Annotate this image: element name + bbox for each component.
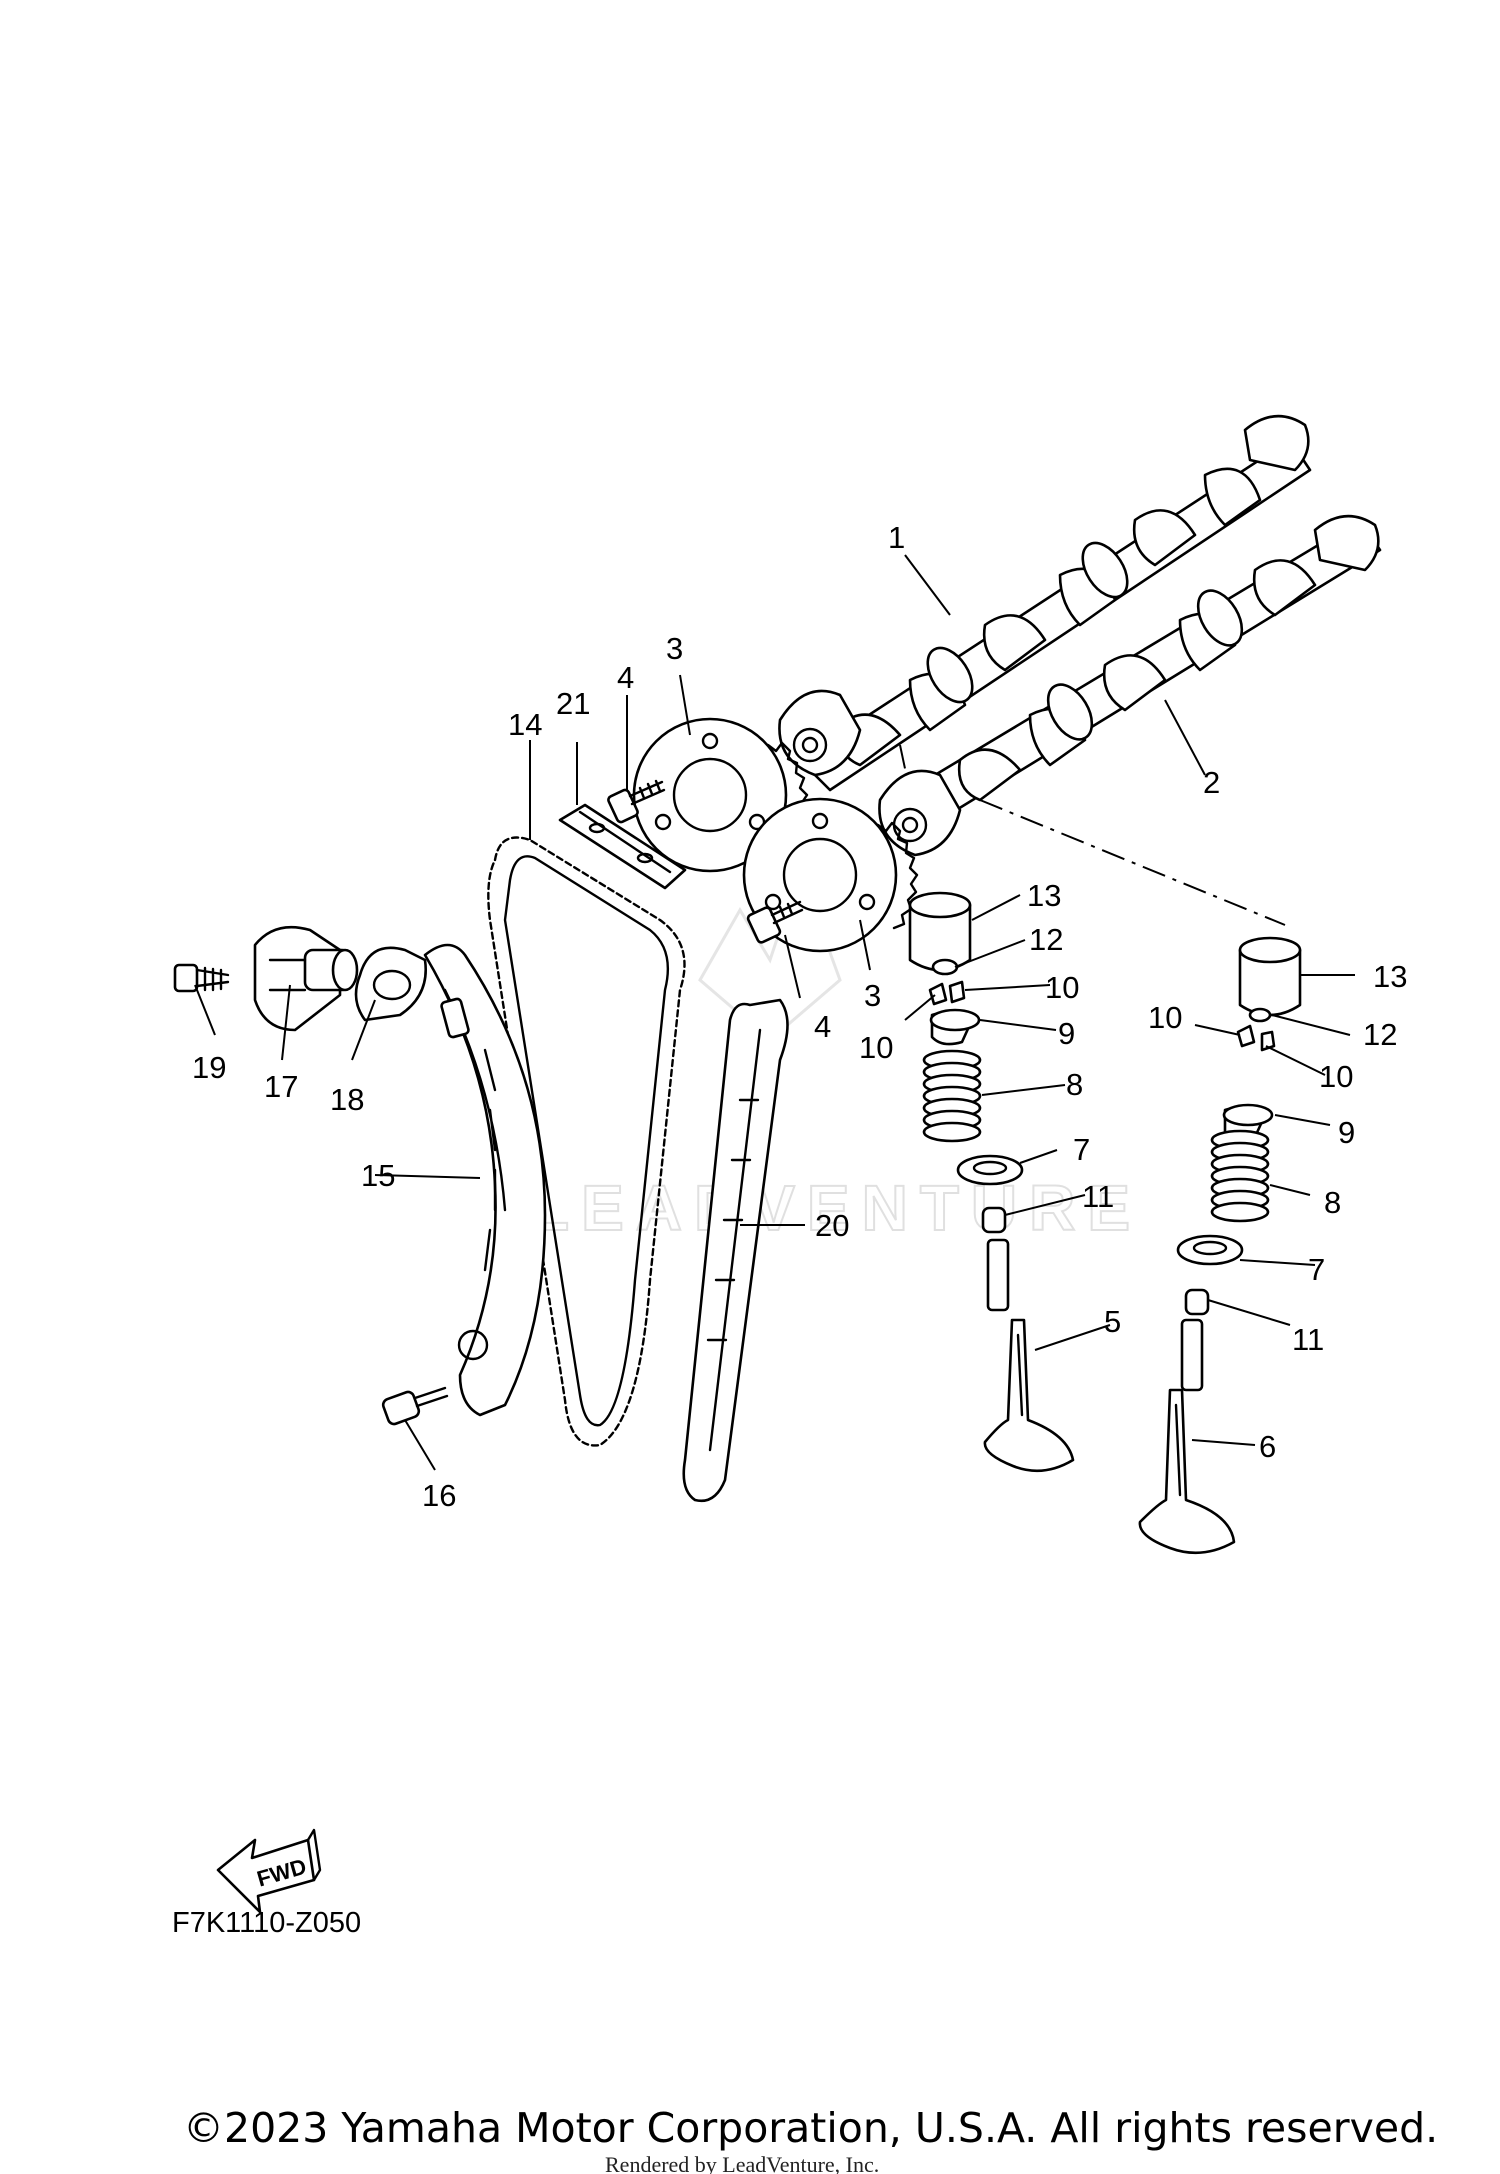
label-20: 20 — [815, 1208, 849, 1243]
label-13-right: 13 — [1373, 959, 1407, 994]
cam-chain-tensioner — [253, 925, 359, 1032]
label-12-right: 12 — [1363, 1017, 1397, 1052]
label-1: 1 — [888, 520, 905, 555]
tensioner-bolt — [173, 963, 230, 993]
valve-cotters-left — [928, 980, 966, 1006]
chain-guide-stationary — [682, 998, 789, 1503]
valve-stem-seal-right — [1184, 1288, 1210, 1316]
spring-retainer-left — [929, 1008, 981, 1046]
label-6: 6 — [1259, 1429, 1276, 1464]
label-7-left: 7 — [1073, 1132, 1090, 1167]
label-16: 16 — [422, 1478, 456, 1513]
label-9-right: 9 — [1338, 1115, 1355, 1150]
sprocket-bolt-lower — [746, 900, 804, 944]
label-5: 5 — [1104, 1304, 1121, 1339]
label-13-left: 13 — [1027, 878, 1061, 913]
label-10-d: 10 — [1319, 1059, 1353, 1094]
camshaft-2 — [878, 514, 1382, 857]
rendered-by-text: Rendered by LeadVenture, Inc. — [605, 2152, 879, 2174]
exhaust-valve — [1138, 1388, 1236, 1555]
valve-cotters-right — [1236, 1024, 1276, 1052]
label-10-c: 10 — [1148, 1000, 1182, 1035]
guide-bolt — [381, 1386, 449, 1426]
spring-seat-right — [1176, 1234, 1244, 1266]
valve-lifter-left — [908, 891, 972, 972]
valve-guide-right — [1180, 1318, 1204, 1392]
diagram-code: F7K1110-Z050 — [172, 1907, 361, 1939]
label-11-right: 11 — [1292, 1322, 1324, 1357]
copyright-text: ©2023 Yamaha Motor Corporation, U.S.A. A… — [183, 2104, 1438, 2152]
label-10-a: 10 — [1045, 970, 1079, 1005]
chain-guide-top — [558, 803, 687, 890]
label-18: 18 — [330, 1082, 364, 1117]
label-9-left: 9 — [1058, 1016, 1075, 1051]
label-7-right: 7 — [1308, 1252, 1325, 1287]
camshaft-1 — [778, 414, 1312, 792]
label-11-left: 11 — [1082, 1179, 1114, 1214]
intake-valve — [983, 1318, 1075, 1473]
valve-lifter-right — [1238, 936, 1302, 1017]
label-2: 2 — [1203, 765, 1220, 800]
label-4-lower: 4 — [814, 1009, 831, 1044]
label-3-lower: 3 — [864, 978, 881, 1013]
label-8-left: 8 — [1066, 1067, 1083, 1102]
label-4-upper: 4 — [617, 660, 634, 695]
label-14: 14 — [508, 707, 542, 742]
valve-spring-right — [1210, 1129, 1270, 1223]
tensioner-gasket — [354, 946, 427, 1022]
valve-stem-seal-left — [981, 1206, 1007, 1234]
valve-pad-right — [1248, 1007, 1272, 1023]
sprocket-bolt-upper — [607, 779, 666, 824]
label-3-upper: 3 — [666, 631, 683, 666]
valve-pad-left — [931, 958, 959, 976]
label-8-right: 8 — [1324, 1185, 1341, 1220]
valve-guide-left — [986, 1238, 1010, 1312]
valve-spring-left — [922, 1049, 982, 1143]
part-labels: 1 2 3 3 4 4 5 6 7 7 8 8 9 9 10 10 10 10 … — [192, 520, 1407, 1513]
spring-seat-left — [956, 1154, 1024, 1186]
label-21: 21 — [556, 686, 590, 721]
alignment-lines — [899, 744, 1286, 926]
label-17: 17 — [264, 1069, 298, 1104]
chain-tensioner-guide — [423, 943, 547, 1417]
leader-lines — [194, 554, 1355, 1471]
label-10-b: 10 — [859, 1030, 893, 1065]
label-19: 19 — [192, 1050, 226, 1085]
label-12-left: 12 — [1029, 922, 1063, 957]
label-15: 15 — [361, 1158, 395, 1193]
forward-direction-arrow: FWD — [216, 1828, 322, 1914]
